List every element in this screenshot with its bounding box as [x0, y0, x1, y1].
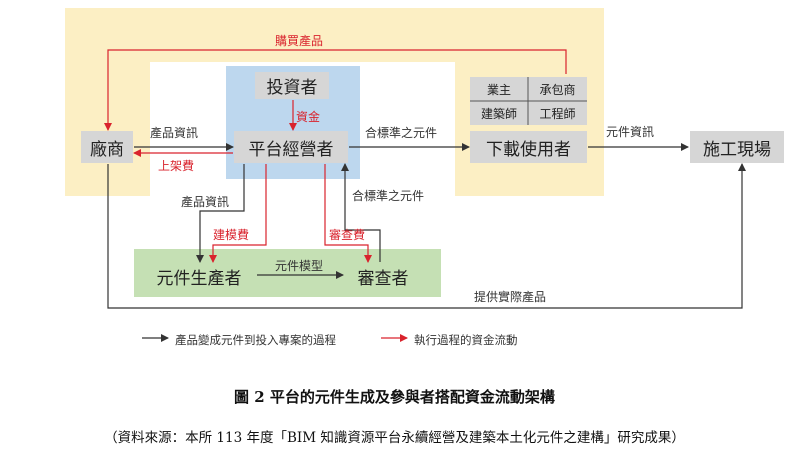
green-region: [134, 249, 441, 297]
label-capital: 資金: [296, 110, 321, 124]
role-owner: 業主: [471, 78, 527, 100]
role-engineer: 工程師: [529, 102, 586, 124]
label-provide-actual-product: 提供實際產品: [474, 290, 547, 304]
investor-node: 投資者: [255, 72, 329, 99]
label-listing-fee: 上架費: [158, 159, 195, 173]
label-purchase-product: 購買產品: [275, 34, 324, 48]
platform-operator-node: 平台經營者: [234, 131, 348, 163]
arrow-platform-to-producer: [196, 164, 245, 263]
arrow-reviewer-to-platform: [341, 163, 381, 262]
reviewer-node: 審查者: [357, 268, 409, 289]
label-product-info-top: 產品資訊: [150, 126, 199, 140]
arrow-modeling-fee: [209, 164, 267, 263]
label-standard-component-1: 合標準之元件: [365, 126, 438, 140]
arrow-manufacturer-to-site: [107, 163, 746, 309]
label-modeling-fee: 建模費: [213, 228, 250, 242]
label-product-info-left: 產品資訊: [181, 195, 230, 209]
role-contractor: 承包商: [529, 78, 586, 100]
label-standard-component-2: 合標準之元件: [352, 189, 425, 203]
figure-source: （資料來源：本所 113 年度「BIM 知識資源平台永續經營及建築本土化元件之建…: [104, 430, 685, 446]
construction-site-node: 施工現場: [690, 131, 784, 163]
arrow-review-fee: [324, 164, 372, 263]
legend-red-label: 執行過程的資金流動: [414, 333, 518, 347]
figure-caption: 圖 2 平台的元件生成及參與者搭配資金流動架構: [234, 388, 555, 406]
flow-diagram: [65, 8, 746, 342]
download-user-node: 下載使用者: [470, 131, 587, 163]
manufacturer-node: 廠商: [81, 131, 133, 163]
label-component-info: 元件資訊: [606, 125, 655, 139]
arrow-purchase-product: [104, 49, 567, 131]
role-architect: 建築師: [471, 102, 527, 124]
label-review-fee: 審查費: [329, 228, 366, 242]
label-component-model: 元件模型: [275, 259, 324, 273]
component-producer-node: 元件生產者: [156, 268, 242, 289]
legend-black-label: 產品變成元件到投入專案的過程: [175, 333, 336, 347]
